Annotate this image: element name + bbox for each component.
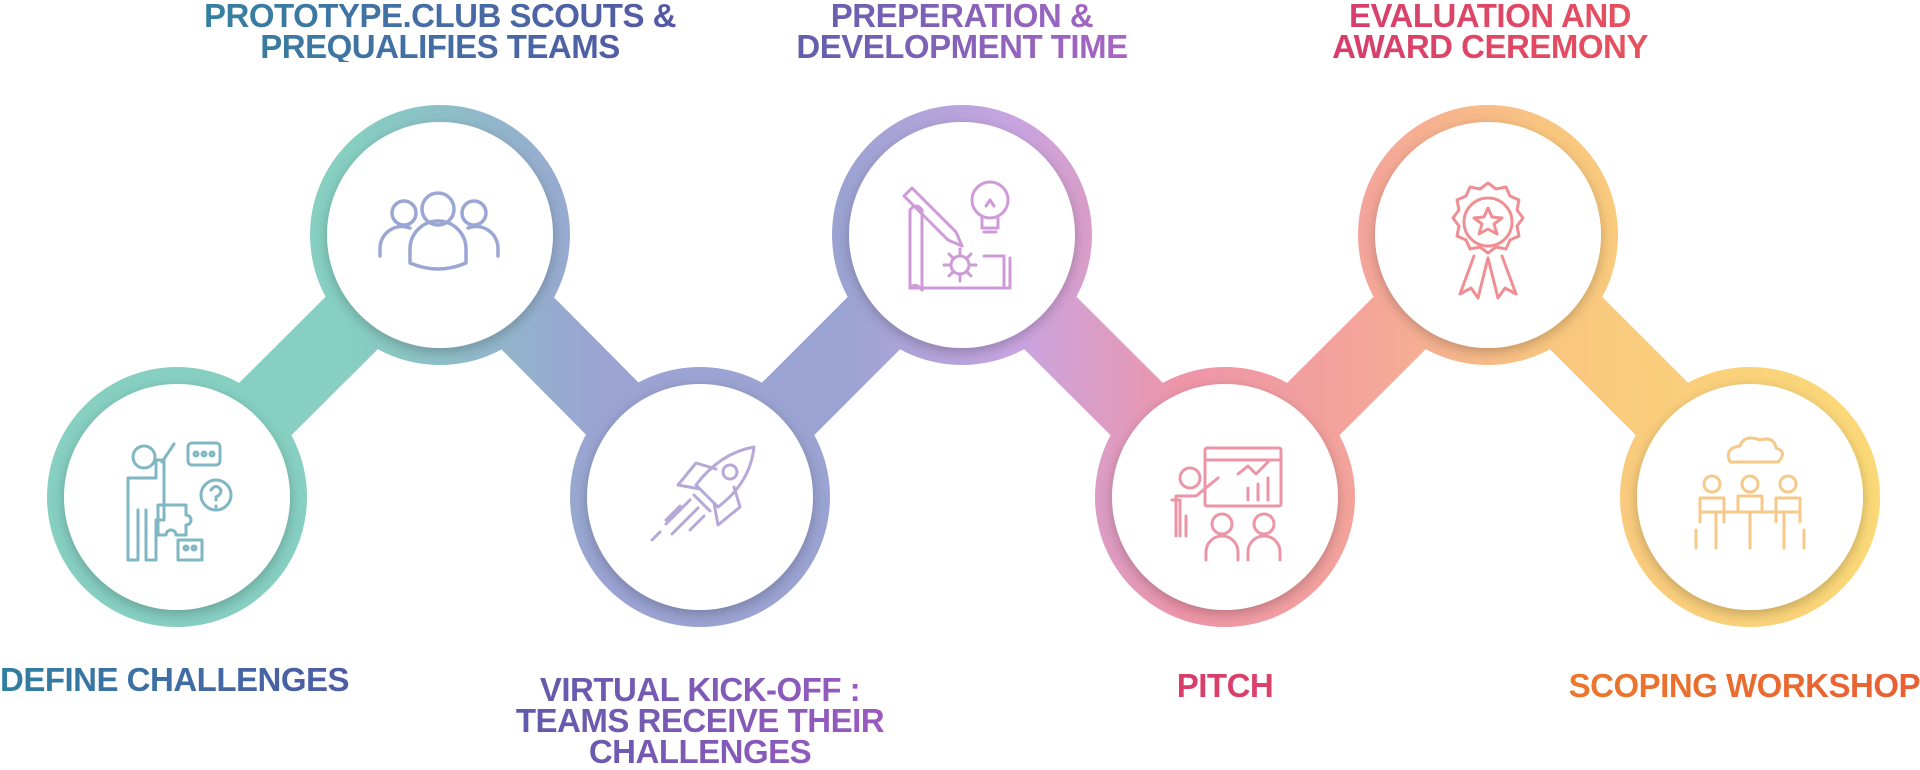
step-4-label: PREPERATION & DEVELOPMENT TIME [762, 0, 1162, 62]
blueprint-idea-icon [902, 180, 1012, 292]
step-7-label: SCOPING WORKSHOP [1540, 670, 1920, 701]
discs [64, 122, 1863, 610]
step-3-label: VIRTUAL KICK-OFF : TEAMS RECEIVE THEIR C… [480, 674, 920, 767]
step-6-label: EVALUATION AND AWARD CEREMONY [1290, 0, 1690, 62]
team-puzzle-icon [126, 441, 233, 562]
step-2-label: PROTOTYPE.CLUB SCOUTS & PREQUALIFIES TEA… [190, 0, 690, 62]
step-5-label: PITCH [1110, 670, 1340, 701]
step-1-label: DEFINE CHALLENGES [0, 664, 360, 695]
rocket-icon [650, 445, 756, 542]
group-people-icon [378, 191, 500, 271]
presentation-icon [1170, 446, 1283, 562]
meeting-table-icon [1694, 436, 1806, 550]
award-ribbon-icon [1451, 181, 1525, 300]
